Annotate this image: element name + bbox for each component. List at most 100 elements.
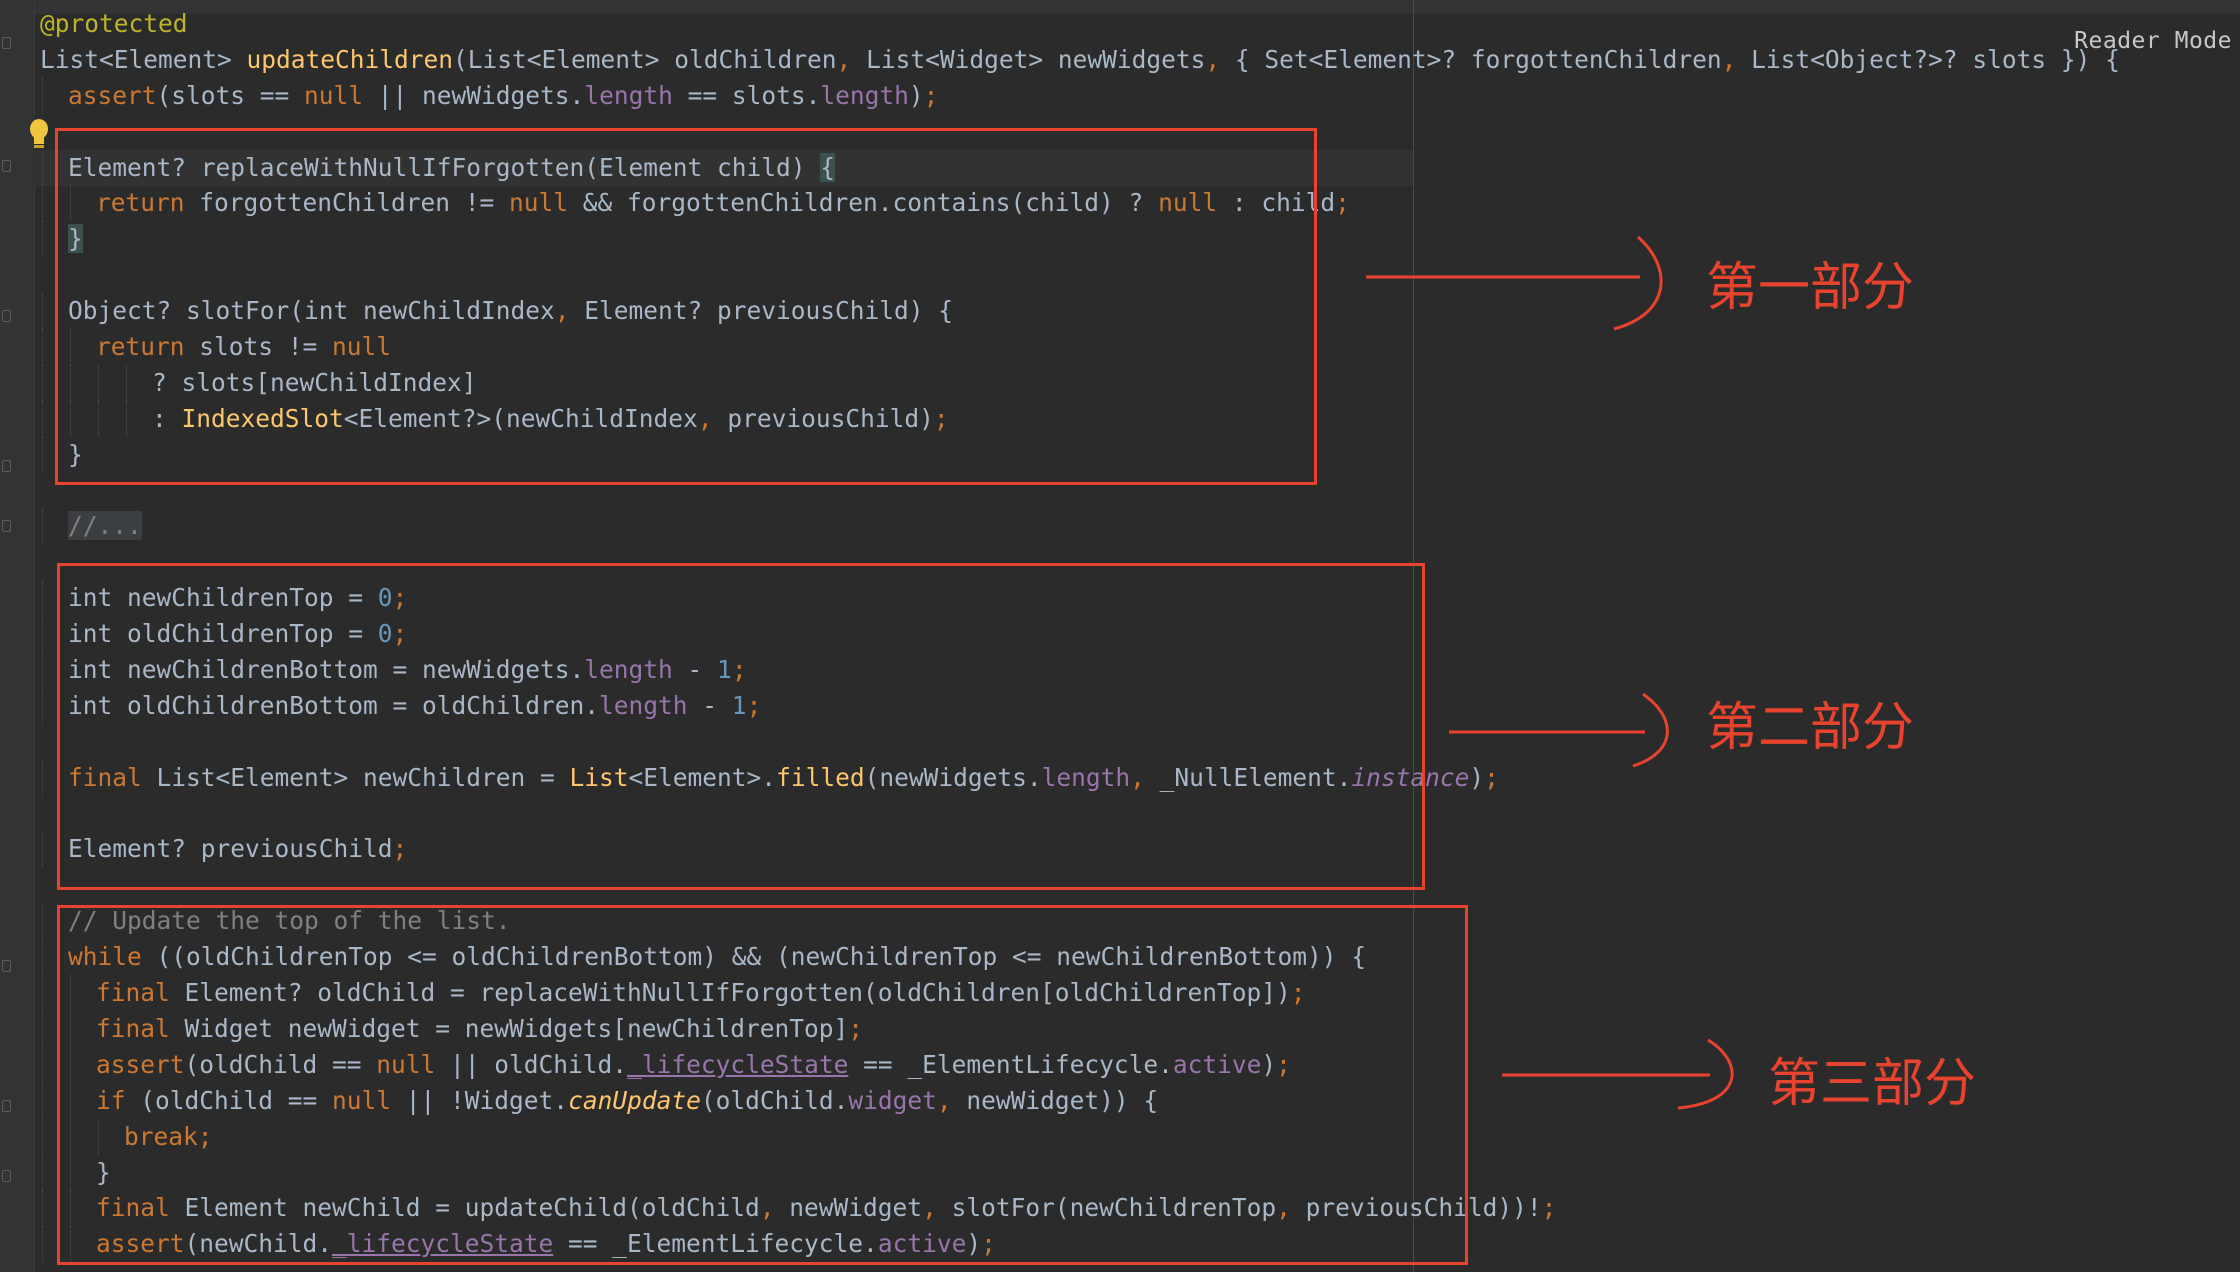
- indent-guide: [42, 400, 43, 437]
- code-line[interactable]: int newChildrenTop = 0;: [0, 580, 1460, 617]
- code-token: break;: [124, 1121, 213, 1151]
- code-token: (oldChild ==: [184, 1049, 377, 1079]
- indent-guide: [126, 364, 127, 401]
- code-line[interactable]: Element? previousChild;: [0, 831, 1460, 868]
- indent-guide: [42, 364, 43, 401]
- code-text: Element? replaceWithNullIfForgotten(Elem…: [68, 150, 836, 186]
- code-line[interactable]: final List<Element> newChildren = List<E…: [0, 759, 1499, 796]
- code-token: (newWidgets.: [864, 762, 1042, 792]
- code-line[interactable]: break;: [0, 1118, 1460, 1155]
- code-line[interactable]: }: [0, 1154, 1460, 1191]
- code-token: && forgottenChildren.contains(child) ?: [568, 188, 1159, 218]
- code-text: Element? previousChild;: [68, 831, 407, 867]
- code-line[interactable]: assert(slots == null || newWidgets.lengt…: [0, 77, 1460, 114]
- indent-guide: [42, 687, 43, 724]
- code-line[interactable]: int newChildrenBottom = newWidgets.lengt…: [0, 652, 1460, 688]
- code-line[interactable]: Element? replaceWithNullIfForgotten(Elem…: [0, 149, 1460, 186]
- indent-guide: [42, 939, 43, 976]
- code-text: return forgottenChildren != null && forg…: [96, 185, 1350, 221]
- fold-marker[interactable]: [2, 960, 11, 972]
- code-line[interactable]: if (oldChild == null || !Widget.canUpdat…: [0, 1082, 1460, 1119]
- fold-marker[interactable]: [2, 310, 11, 322]
- code-token: ,: [922, 1193, 952, 1223]
- code-text: }: [68, 437, 83, 473]
- code-token: ;: [1484, 762, 1499, 792]
- fold-marker[interactable]: [2, 520, 11, 532]
- fold-marker[interactable]: [2, 1100, 11, 1112]
- code-line[interactable]: //...: [0, 508, 1460, 545]
- code-line[interactable]: return forgottenChildren != null && forg…: [0, 185, 1460, 222]
- code-line[interactable]: [0, 796, 1460, 832]
- code-text: assert(oldChild == null || oldChild._lif…: [96, 1047, 1291, 1083]
- code-line[interactable]: [0, 473, 1460, 509]
- code-line[interactable]: ? slots[newChildIndex]: [0, 364, 1460, 401]
- indent-guide: [70, 1190, 71, 1227]
- code-line[interactable]: // Update the top of the list.: [0, 903, 1460, 940]
- annotation-label-part-3: 第三部分: [1768, 1054, 1977, 1114]
- code-line[interactable]: final Widget newWidget = newWidgets[newC…: [0, 1010, 1460, 1047]
- code-token: final: [96, 1193, 185, 1223]
- indent-guide: [42, 508, 43, 545]
- code-text: final Widget newWidget = newWidgets[newC…: [96, 1011, 863, 1047]
- code-line[interactable]: final Element newChild = updateChild(old…: [0, 1190, 1556, 1227]
- code-token: final: [96, 978, 185, 1008]
- editor-gutter[interactable]: [0, 0, 35, 1272]
- code-line[interactable]: @protected: [0, 6, 1460, 42]
- code-line[interactable]: Object? slotFor(int newChildIndex, Eleme…: [0, 293, 1460, 330]
- code-token: active: [1172, 1049, 1262, 1079]
- code-text: int oldChildrenTop = 0;: [68, 616, 407, 652]
- code-line[interactable]: : IndexedSlot<Element?>(newChildIndex, p…: [0, 400, 1460, 437]
- code-token: length: [599, 690, 688, 720]
- lightbulb-icon[interactable]: [27, 118, 51, 150]
- fold-marker[interactable]: [2, 1170, 11, 1182]
- code-token: _lifecycleState: [332, 1229, 554, 1259]
- code-line[interactable]: assert(newChild._lifecycleState == _Elem…: [0, 1226, 1460, 1263]
- fold-marker[interactable]: [2, 37, 11, 49]
- code-token: || oldChild.: [435, 1049, 628, 1079]
- code-line[interactable]: final Element? oldChild = replaceWithNul…: [0, 975, 1460, 1011]
- indent-guide: [42, 831, 43, 868]
- code-token: int newChildrenTop =: [68, 583, 378, 613]
- code-line[interactable]: [0, 724, 1460, 760]
- code-token: ;: [731, 655, 747, 685]
- code-token: :: [152, 403, 182, 433]
- code-token: slots !=: [199, 332, 333, 362]
- code-token: Element? previousChild: [68, 834, 393, 864]
- right-margin-guide: [1413, 0, 1414, 1272]
- editor-top-strip: [0, 0, 2240, 14]
- code-token: Object? slotFor(int newChildIndex: [68, 296, 555, 326]
- code-token: (slots ==: [156, 80, 305, 110]
- indent-guide: [42, 1046, 43, 1083]
- code-token: ): [1261, 1049, 1277, 1079]
- code-token: 1: [717, 655, 732, 685]
- code-token: widget: [848, 1085, 937, 1115]
- code-token: ): [908, 80, 924, 110]
- indent-guide: [42, 616, 43, 653]
- code-line[interactable]: [0, 867, 1460, 903]
- code-line[interactable]: int oldChildrenTop = 0;: [0, 616, 1460, 653]
- fold-marker[interactable]: [2, 460, 11, 472]
- indent-guide: [70, 1226, 71, 1263]
- code-line[interactable]: }: [0, 436, 1460, 473]
- code-line[interactable]: [0, 257, 1460, 293]
- reader-mode-toggle[interactable]: Reader Mode: [2072, 28, 2234, 54]
- code-line[interactable]: int oldChildrenBottom = oldChildren.leng…: [0, 687, 1460, 724]
- code-text: int newChildrenBottom = newWidgets.lengt…: [68, 652, 747, 688]
- code-line[interactable]: List<Element> updateChildren(List<Elemen…: [0, 42, 2120, 78]
- fold-marker[interactable]: [2, 160, 11, 172]
- indent-guide: [42, 77, 43, 114]
- code-text: //...: [68, 508, 142, 544]
- code-line[interactable]: while ((oldChildrenTop <= oldChildrenBot…: [0, 939, 1460, 976]
- code-line[interactable]: [0, 544, 1460, 580]
- code-token: == slots.: [672, 80, 821, 110]
- code-token: @protected: [40, 9, 188, 38]
- code-token: return: [96, 188, 200, 218]
- code-line[interactable]: [0, 114, 1460, 150]
- indent-guide: [42, 1082, 43, 1119]
- code-line[interactable]: assert(oldChild == null || oldChild._lif…: [0, 1046, 1460, 1083]
- code-token: ? slots[newChildIndex]: [152, 367, 477, 397]
- code-token: (newChild.: [184, 1229, 333, 1259]
- code-line[interactable]: return slots != null: [0, 329, 1460, 365]
- code-line[interactable]: }: [0, 221, 1460, 258]
